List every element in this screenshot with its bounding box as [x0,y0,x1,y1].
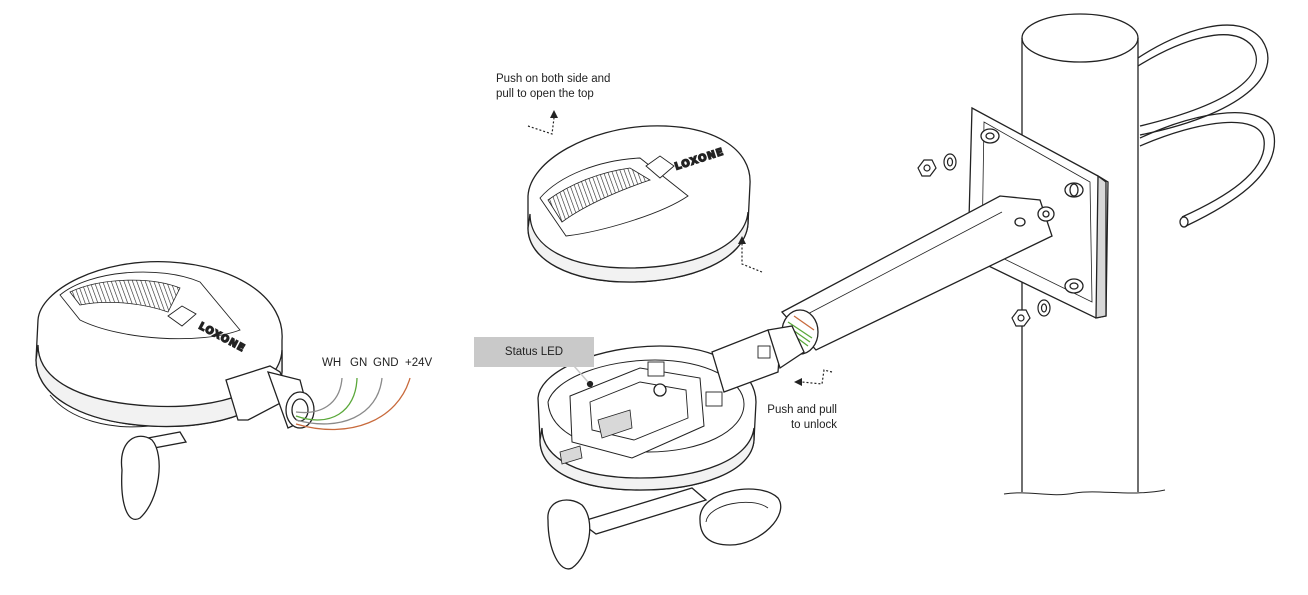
unlock-instruction: Push and pull to unlock [760,403,837,433]
wire-label-24v: +24V [405,357,433,369]
device-top-cover: LOXONE [527,125,751,283]
status-led-leader [573,365,589,383]
unlock-line-2: to unlock [790,419,837,431]
wire-label-wh: WH [322,357,342,369]
open-top-line-2: pull to open the top [496,88,594,100]
arrow-heads [550,110,802,386]
weather-station-assembled: LOXONE [35,261,315,520]
status-led-callout: Status LED [474,337,594,367]
open-top-instruction: Push on both side and pull to open the t… [496,72,610,102]
mounting-pole [1003,13,1166,496]
unlock-line-1: Push and pull [767,404,837,416]
u-bolt-clamps [1137,24,1276,228]
open-arrows [527,117,833,385]
open-top-line-1: Push on both side and [496,73,611,85]
status-led-label: Status LED [504,346,564,358]
device-open-base [537,325,805,570]
wire-label-gn: GN [350,357,368,369]
nuts-and-washers [917,153,1051,327]
wire-label-gnd: GND [373,357,399,369]
wire-bundle [295,377,411,431]
